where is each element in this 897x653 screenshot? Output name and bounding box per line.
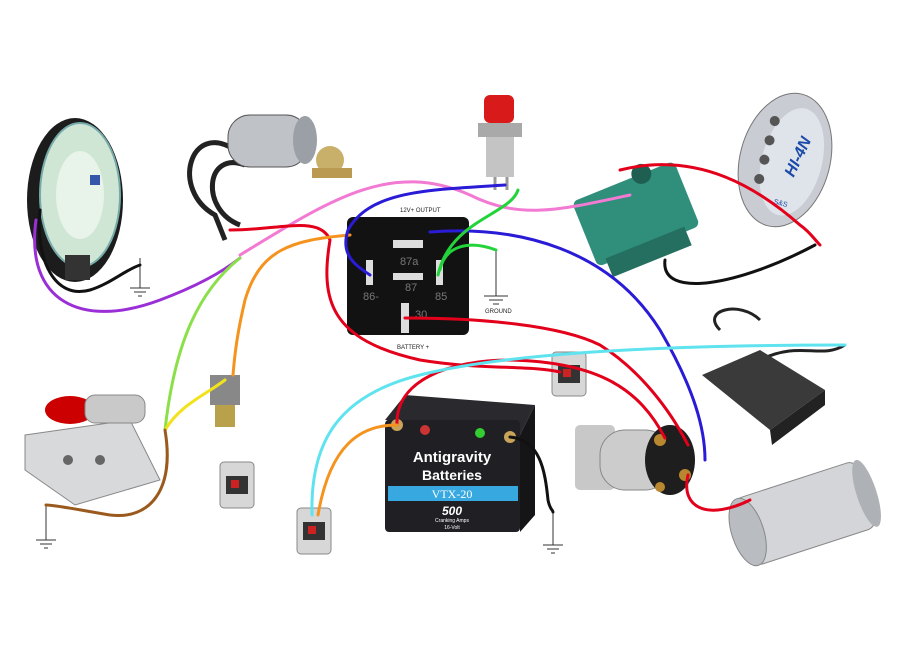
terminal-85: 85 <box>435 291 447 303</box>
battery-model: VTX-20 <box>432 487 473 501</box>
headlight <box>27 118 123 282</box>
ignition-switch <box>187 114 352 241</box>
starter-solenoid <box>575 425 695 495</box>
oil-pressure-switch <box>210 375 240 427</box>
module-brand: S&S <box>773 199 789 209</box>
wires <box>33 163 847 518</box>
circuit-breaker-2 <box>296 507 332 555</box>
tail-light <box>24 394 161 506</box>
ground-symbol <box>130 258 150 297</box>
circuit-breaker-1 <box>219 461 255 509</box>
voltage-regulator <box>702 307 846 445</box>
relay-output-label: 12V+ OUTPUT <box>400 208 441 214</box>
ground-symbol <box>36 505 56 549</box>
battery-cranking-sub: Cranking Amps <box>435 518 469 524</box>
ignition-coil <box>573 162 699 278</box>
battery-cranking: 500 <box>442 504 462 518</box>
battery-brand-line1: Antigravity <box>413 449 492 466</box>
battery-brand-line2: Batteries <box>422 467 482 483</box>
relay-ground-label: GROUND <box>485 309 512 315</box>
circuit-breaker-3 <box>551 351 587 397</box>
terminal-87: 87 <box>405 282 417 294</box>
relay: 87a 87 86- 85 30 12V+ OUTPUT GROUND BATT… <box>347 208 512 351</box>
ignition-module: HI-4N S&S <box>737 92 833 228</box>
starter-motor <box>728 459 881 567</box>
relay-battery-label: BATTERY + <box>397 345 430 351</box>
battery-voltage: 16-Volt <box>444 525 460 531</box>
push-button <box>478 95 522 190</box>
terminal-86: 86- <box>363 291 379 303</box>
battery: Antigravity Batteries VTX-20 500 Crankin… <box>385 395 535 532</box>
ground-symbol <box>484 250 508 305</box>
terminal-87a: 87a <box>400 256 419 268</box>
ground-symbol <box>543 510 563 554</box>
